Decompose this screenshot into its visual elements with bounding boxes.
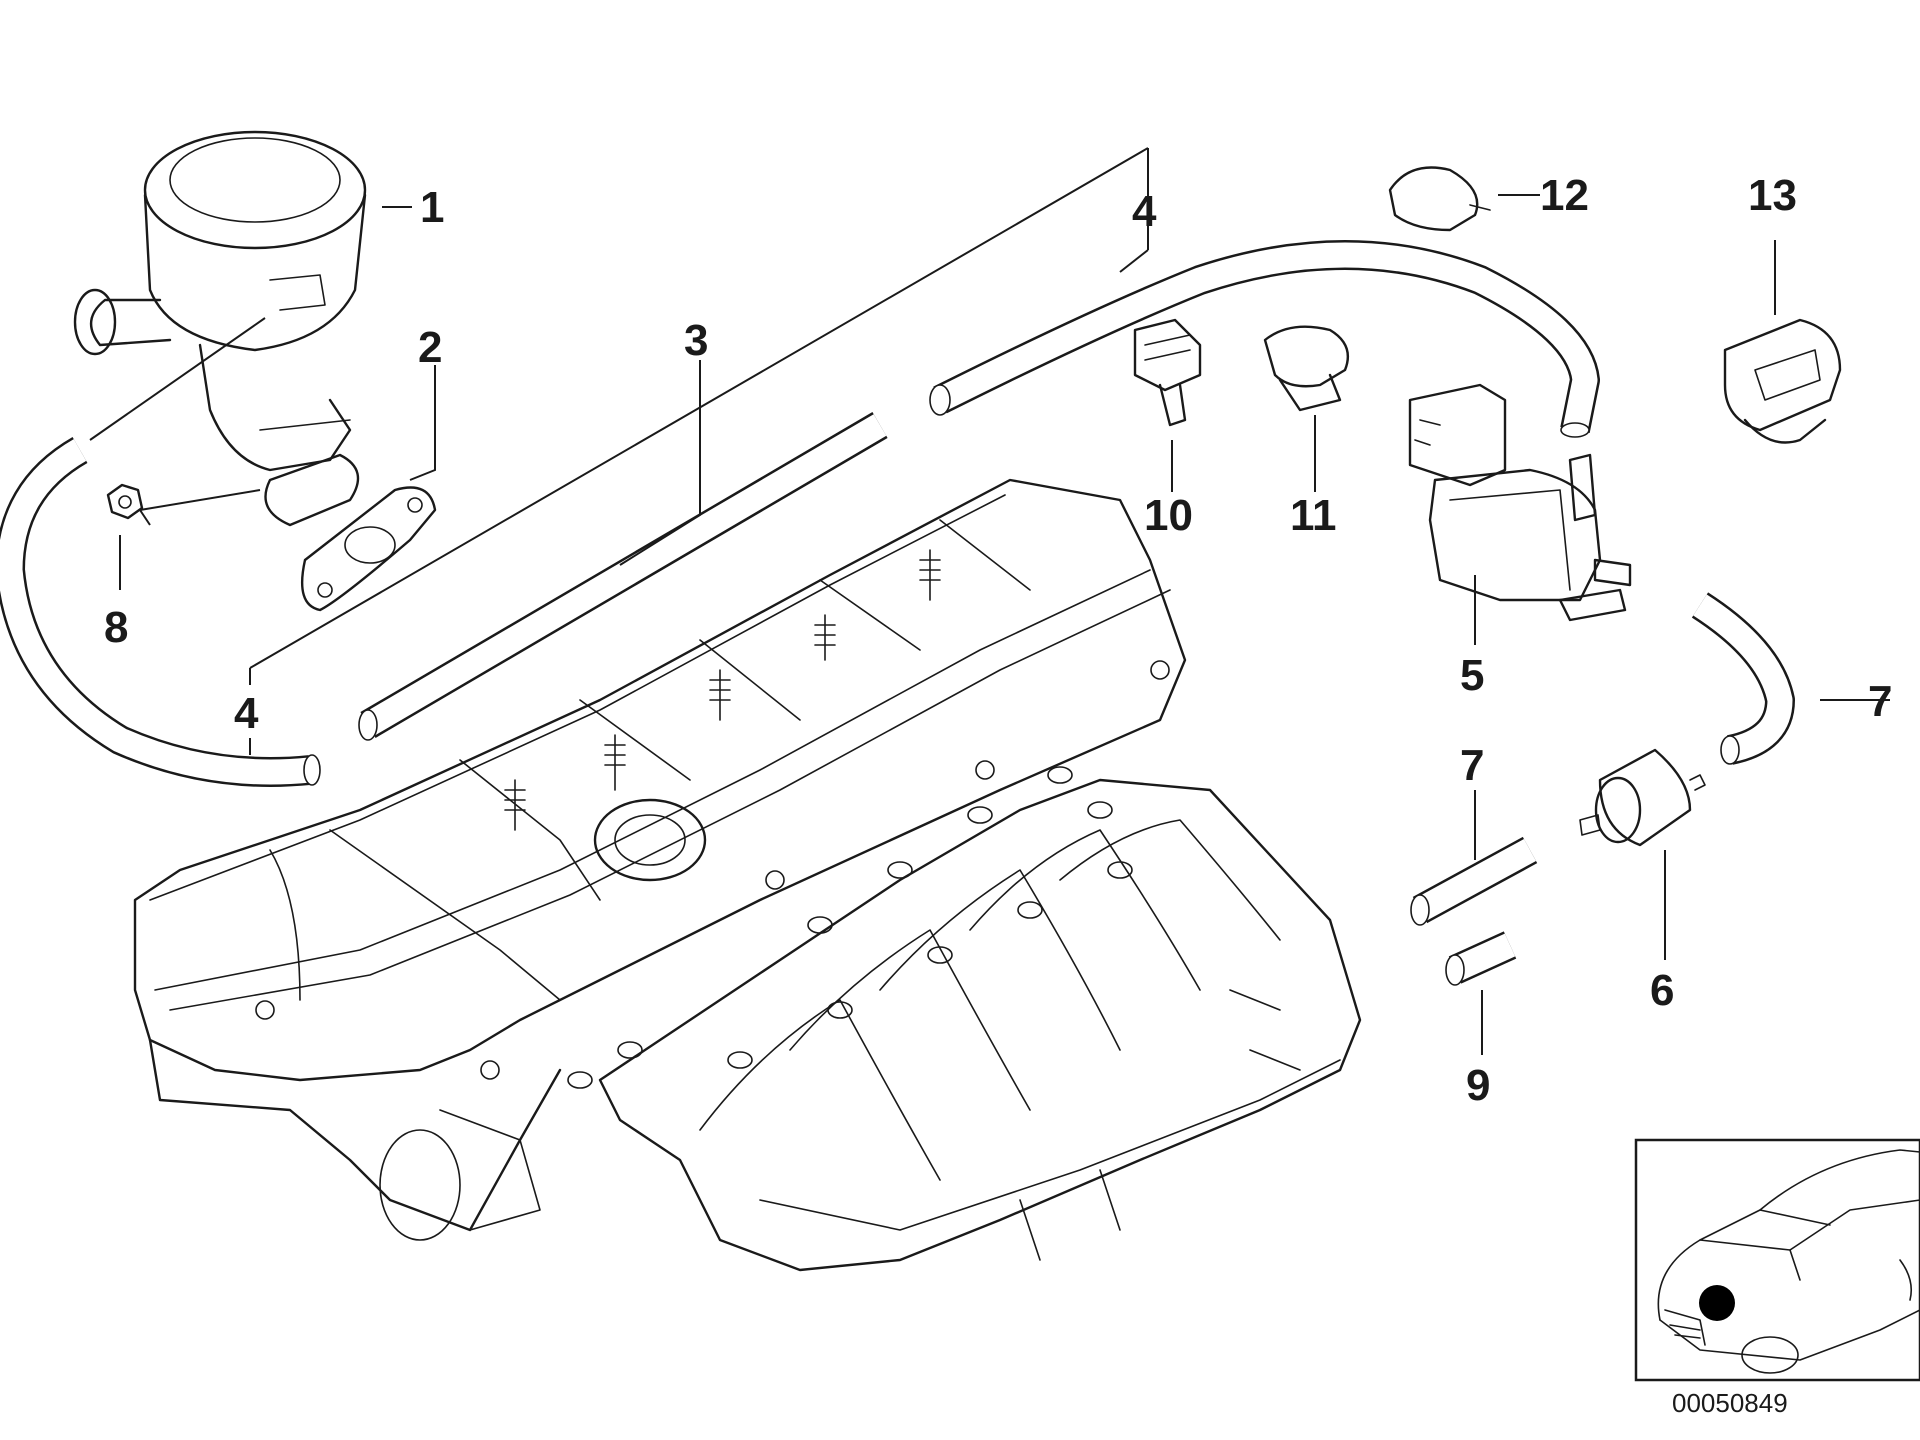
callout-12: 12 (1540, 171, 1589, 220)
leader-lines (89, 147, 1890, 1055)
part-2-gasket (301, 486, 437, 612)
callout-9: 9 (1466, 1061, 1490, 1110)
part-4-hose-left (0, 436, 321, 787)
part-9-tube (1445, 931, 1517, 986)
part-7-tube-mid (1410, 836, 1538, 926)
part-4-hose-top (929, 240, 1600, 438)
part-1-air-valve (73, 130, 367, 527)
part-3-pipe (358, 412, 888, 741)
callout-6: 6 (1650, 966, 1674, 1015)
reference-number: 00050849 (1672, 1388, 1788, 1418)
callout-numbers: 1 2 3 4 4 5 6 7 7 8 9 10 11 12 13 (104, 171, 1892, 1110)
part-11-clip (1263, 325, 1350, 412)
locator-dot (1699, 1285, 1735, 1321)
callout-4-left: 4 (234, 689, 259, 738)
part-5-solenoid-valve (1408, 383, 1632, 622)
callout-1: 1 (420, 183, 444, 232)
part-12-clip (1388, 166, 1491, 232)
car-locator-inset (1634, 1138, 1920, 1382)
callout-11: 11 (1290, 491, 1337, 540)
engine-assembly (133, 478, 1362, 1272)
callout-3: 3 (684, 316, 708, 365)
callout-5: 5 (1460, 651, 1484, 700)
part-7-hose-right (1691, 592, 1795, 765)
part-13-clip (1723, 318, 1842, 444)
callout-2: 2 (418, 323, 442, 372)
callout-7-right: 7 (1868, 677, 1892, 726)
callout-8: 8 (104, 603, 128, 652)
callout-10: 10 (1144, 491, 1193, 540)
part-8-nut (106, 483, 144, 520)
part-10-clip (1133, 318, 1202, 427)
callout-7-mid: 7 (1460, 741, 1484, 790)
part-6-filter (1579, 748, 1706, 847)
callout-4-top: 4 (1132, 187, 1157, 236)
callout-13: 13 (1748, 171, 1797, 220)
